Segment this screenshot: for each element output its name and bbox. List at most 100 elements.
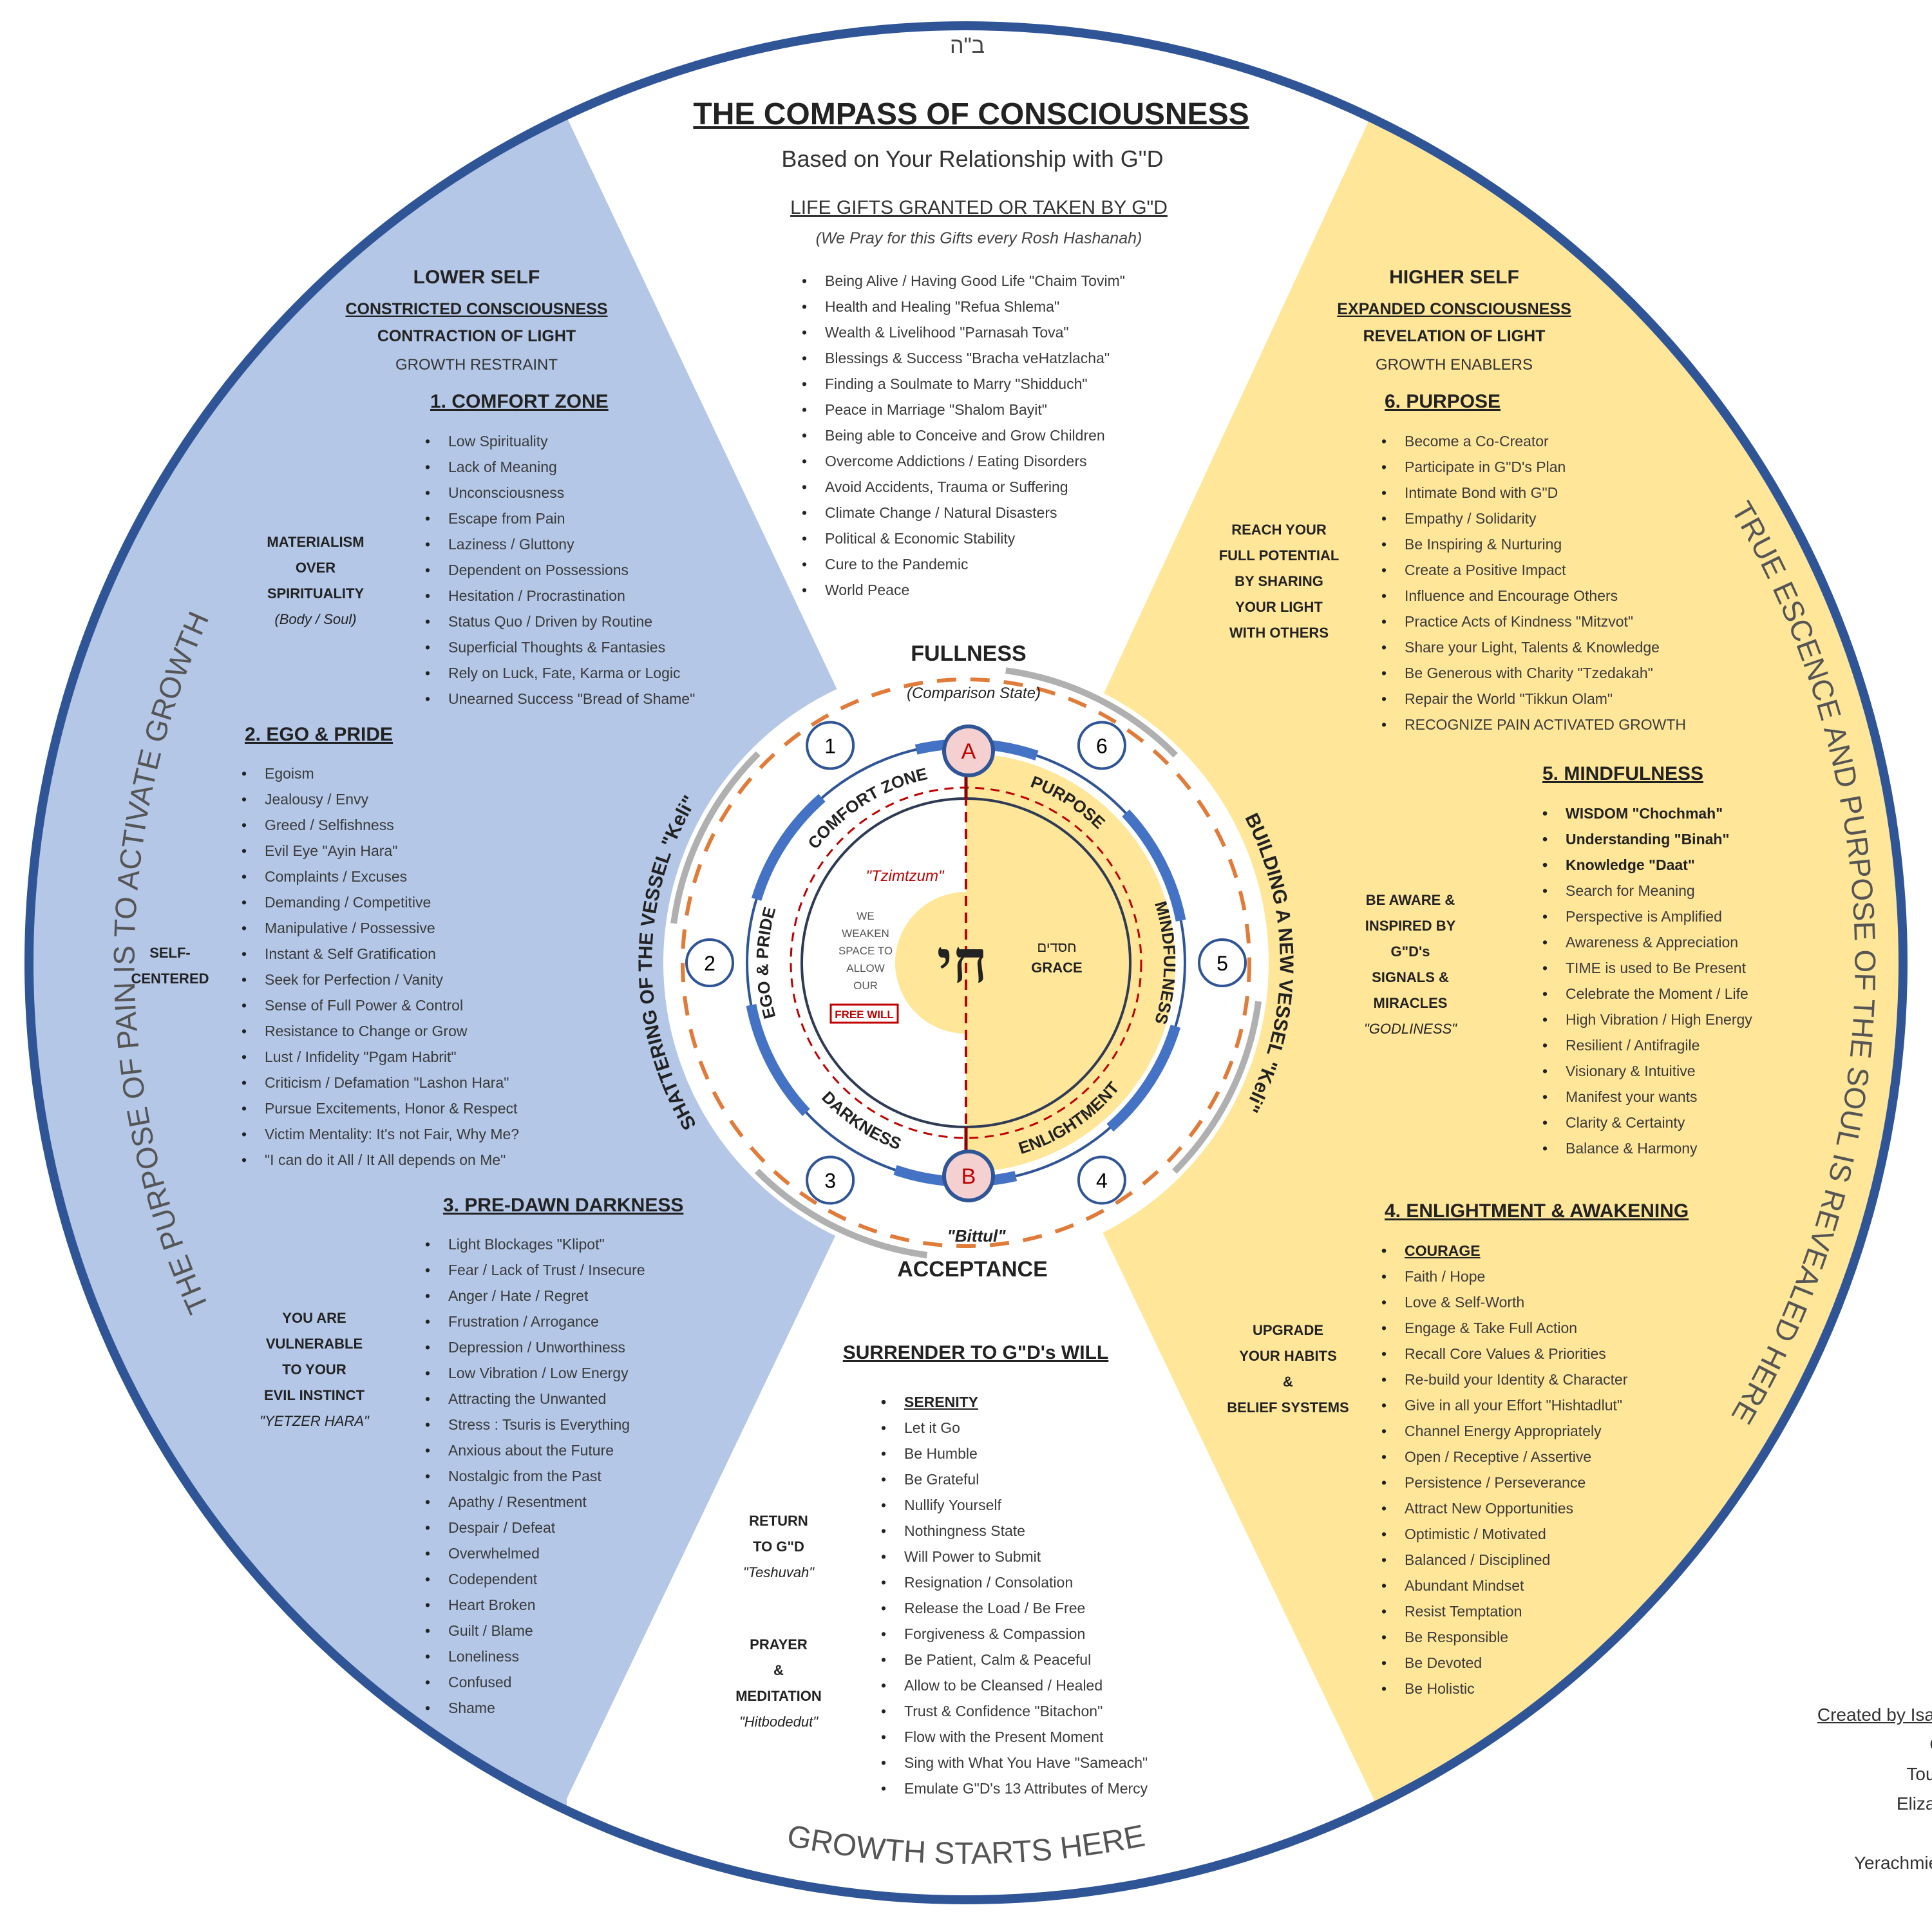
section-mindfulness: 5. MINDFULNESS [1542,763,1704,784]
side-note-line: BELIEF SYSTEMS [1227,1399,1349,1416]
list-item: Participate in G"D's Plan [1381,454,1686,480]
list-item: Stress : Tsuris is Everything [425,1412,645,1437]
list-item: Optimistic / Motivated [1381,1521,1627,1547]
higher-self-region [1103,26,1903,1900]
contraction-of-light: CONTRACTION OF LIGHT [377,327,576,345]
side-note-line: RETURN [749,1513,808,1529]
side-note-line: MEDITATION [735,1688,822,1704]
list-item: SERENITY [881,1389,1148,1415]
svg-text:5: 5 [1217,952,1228,975]
list-item: Love & Self-Worth [1381,1289,1627,1315]
gifts-heading: LIFE GIFTS GRANTED OR TAKEN BY G"D [790,197,1168,218]
list-item: Peace in Marriage "Shalom Bayit" [802,397,1125,422]
stage-number-2: 2 [685,938,734,987]
list-item: Faith / Hope [1381,1264,1627,1289]
list-item: Nothingness State [881,1518,1148,1544]
list-item: Engage & Take Full Action [1381,1315,1627,1341]
comfort-zone-list: Low SpiritualityLack of MeaningUnconscio… [425,428,695,712]
list-item: Be Generous with Charity "Tzedakah" [1381,660,1686,686]
list-item: Light Blockages "Klipot" [425,1231,645,1257]
list-item: Become a Co-Creator [1381,428,1686,454]
list-item: Criticism / Defamation "Lashon Hara" [242,1070,519,1095]
list-item: Resistance to Change or Grow [242,1018,519,1044]
section-enlightment: 4. ENLIGHTMENT & AWAKENING [1385,1200,1689,1222]
list-item: Awareness & Appreciation [1542,929,1752,955]
list-item: Anxious about the Future [425,1437,645,1463]
list-item: Codependent [425,1566,645,1592]
purpose-list: Become a Co-CreatorParticipate in G"D's … [1381,428,1686,737]
side-note-line: YOU ARE [282,1310,346,1326]
credits: Created by Isaac ECeliaToufic EElizabeth… [1817,1700,1932,1878]
list-item: Trust & Confidence "Bitachon" [881,1698,1148,1724]
marker-b: B [942,1150,995,1202]
list-item: COURAGE [1381,1238,1627,1264]
list-item: Demanding / Competitive [242,889,519,915]
list-item: Re-build your Identity & Character [1381,1367,1627,1392]
list-item: Hesitation / Procrastination [425,583,695,609]
growth-enablers: GROWTH ENABLERS [1375,356,1533,374]
side-note-line: & [1283,1374,1293,1390]
list-item: Dependent on Possessions [425,557,695,583]
enlightment-list: COURAGEFaith / HopeLove & Self-WorthEnga… [1381,1238,1627,1701]
side-note-line: YOUR LIGHT [1235,599,1323,615]
yellow-right-half [966,753,1175,1172]
surrender-list: SERENITYLet it GoBe HumbleBe GratefulNul… [881,1389,1148,1801]
weaken-space-line: WE [857,910,874,922]
list-item: Practice Acts of Kindness "Mitzvot" [1381,609,1686,634]
list-item: Frustration / Arrogance [425,1309,645,1334]
list-item: Let it Go [881,1415,1148,1441]
list-item: Finding a Soulmate to Marry "Shidduch" [802,371,1125,397]
list-item: Loneliness [425,1643,645,1669]
credits-name: (Yeh [1817,1819,1932,1848]
list-item: Complaints / Excuses [242,864,519,889]
list-item: TIME is used to Be Present [1542,955,1752,981]
list-item: High Vibration / High Energy [1542,1007,1752,1032]
side-note-line: PRAYER [750,1636,808,1653]
credits-heading: Created by Isaac E [1817,1705,1932,1725]
weaken-space-line: SPACE TO [838,945,893,957]
list-item: Fear / Lack of Trust / Insecure [425,1257,645,1283]
free-will-label: FREE WILL [835,1009,894,1021]
list-item: Be Humble [881,1441,1148,1466]
stage-number-3: 3 [806,1155,855,1205]
list-item: Avoid Accidents, Trauma or Suffering [802,474,1125,500]
list-item: Be Inspiring & Nurturing [1381,531,1686,557]
stage-number-1: 1 [806,721,855,770]
list-item: Recall Core Values & Priorities [1381,1341,1627,1367]
growth-restraint: GROWTH RESTRAINT [395,356,558,374]
list-item: Be Grateful [881,1466,1148,1492]
list-item: Manipulative / Possessive [242,915,519,941]
list-item: Repair the World "Tikkun Olam" [1381,686,1686,712]
list-item: Attract New Opportunities [1381,1495,1627,1521]
stage-number-6: 6 [1077,721,1126,770]
section-comfort-zone: 1. COMFORT ZONE [430,391,609,412]
list-item: Emulate G"D's 13 Attributes of Mercy [881,1776,1148,1801]
side-note-line: REACH YOUR [1231,522,1327,538]
side-note-line: UPGRADE [1252,1322,1324,1338]
credits-name: Elizabeth [1896,1794,1932,1814]
gifts-list: Being Alive / Having Good Life "Chaim To… [802,268,1125,603]
lower-self-heading: LOWER SELF [413,267,540,288]
list-item: RECOGNIZE PAIN ACTIVATED GROWTH [1381,712,1686,737]
side-note-line: CENTERED [131,971,209,987]
list-item: Will Power to Submit [881,1544,1148,1569]
list-item: Celebrate the Moment / Life [1542,981,1752,1007]
list-item: Unearned Success "Bread of Shame" [425,686,695,712]
side-note-line: MIRACLES [1373,995,1448,1011]
side-note-line: TO G"D [753,1539,804,1555]
list-item: Guilt / Blame [425,1618,645,1643]
tzimtzum-label: "Tzimtzum" [866,867,945,885]
credits-name: Toufic E [1906,1764,1932,1784]
list-item: Being Alive / Having Good Life "Chaim To… [802,268,1125,294]
list-item: Superficial Thoughts & Fantasies [425,634,695,660]
grace-hebrew: חסדים [1037,939,1076,955]
higher-self-heading: HIGHER SELF [1389,267,1519,288]
side-note-line: "GODLINESS" [1364,1021,1457,1037]
ego-pride-list: EgoismJealousy / EnvyGreed / Selfishness… [242,761,519,1173]
list-item: Unconsciousness [425,480,695,506]
list-item: Climate Change / Natural Disasters [802,500,1125,526]
side-note-line: OVER [295,560,336,576]
